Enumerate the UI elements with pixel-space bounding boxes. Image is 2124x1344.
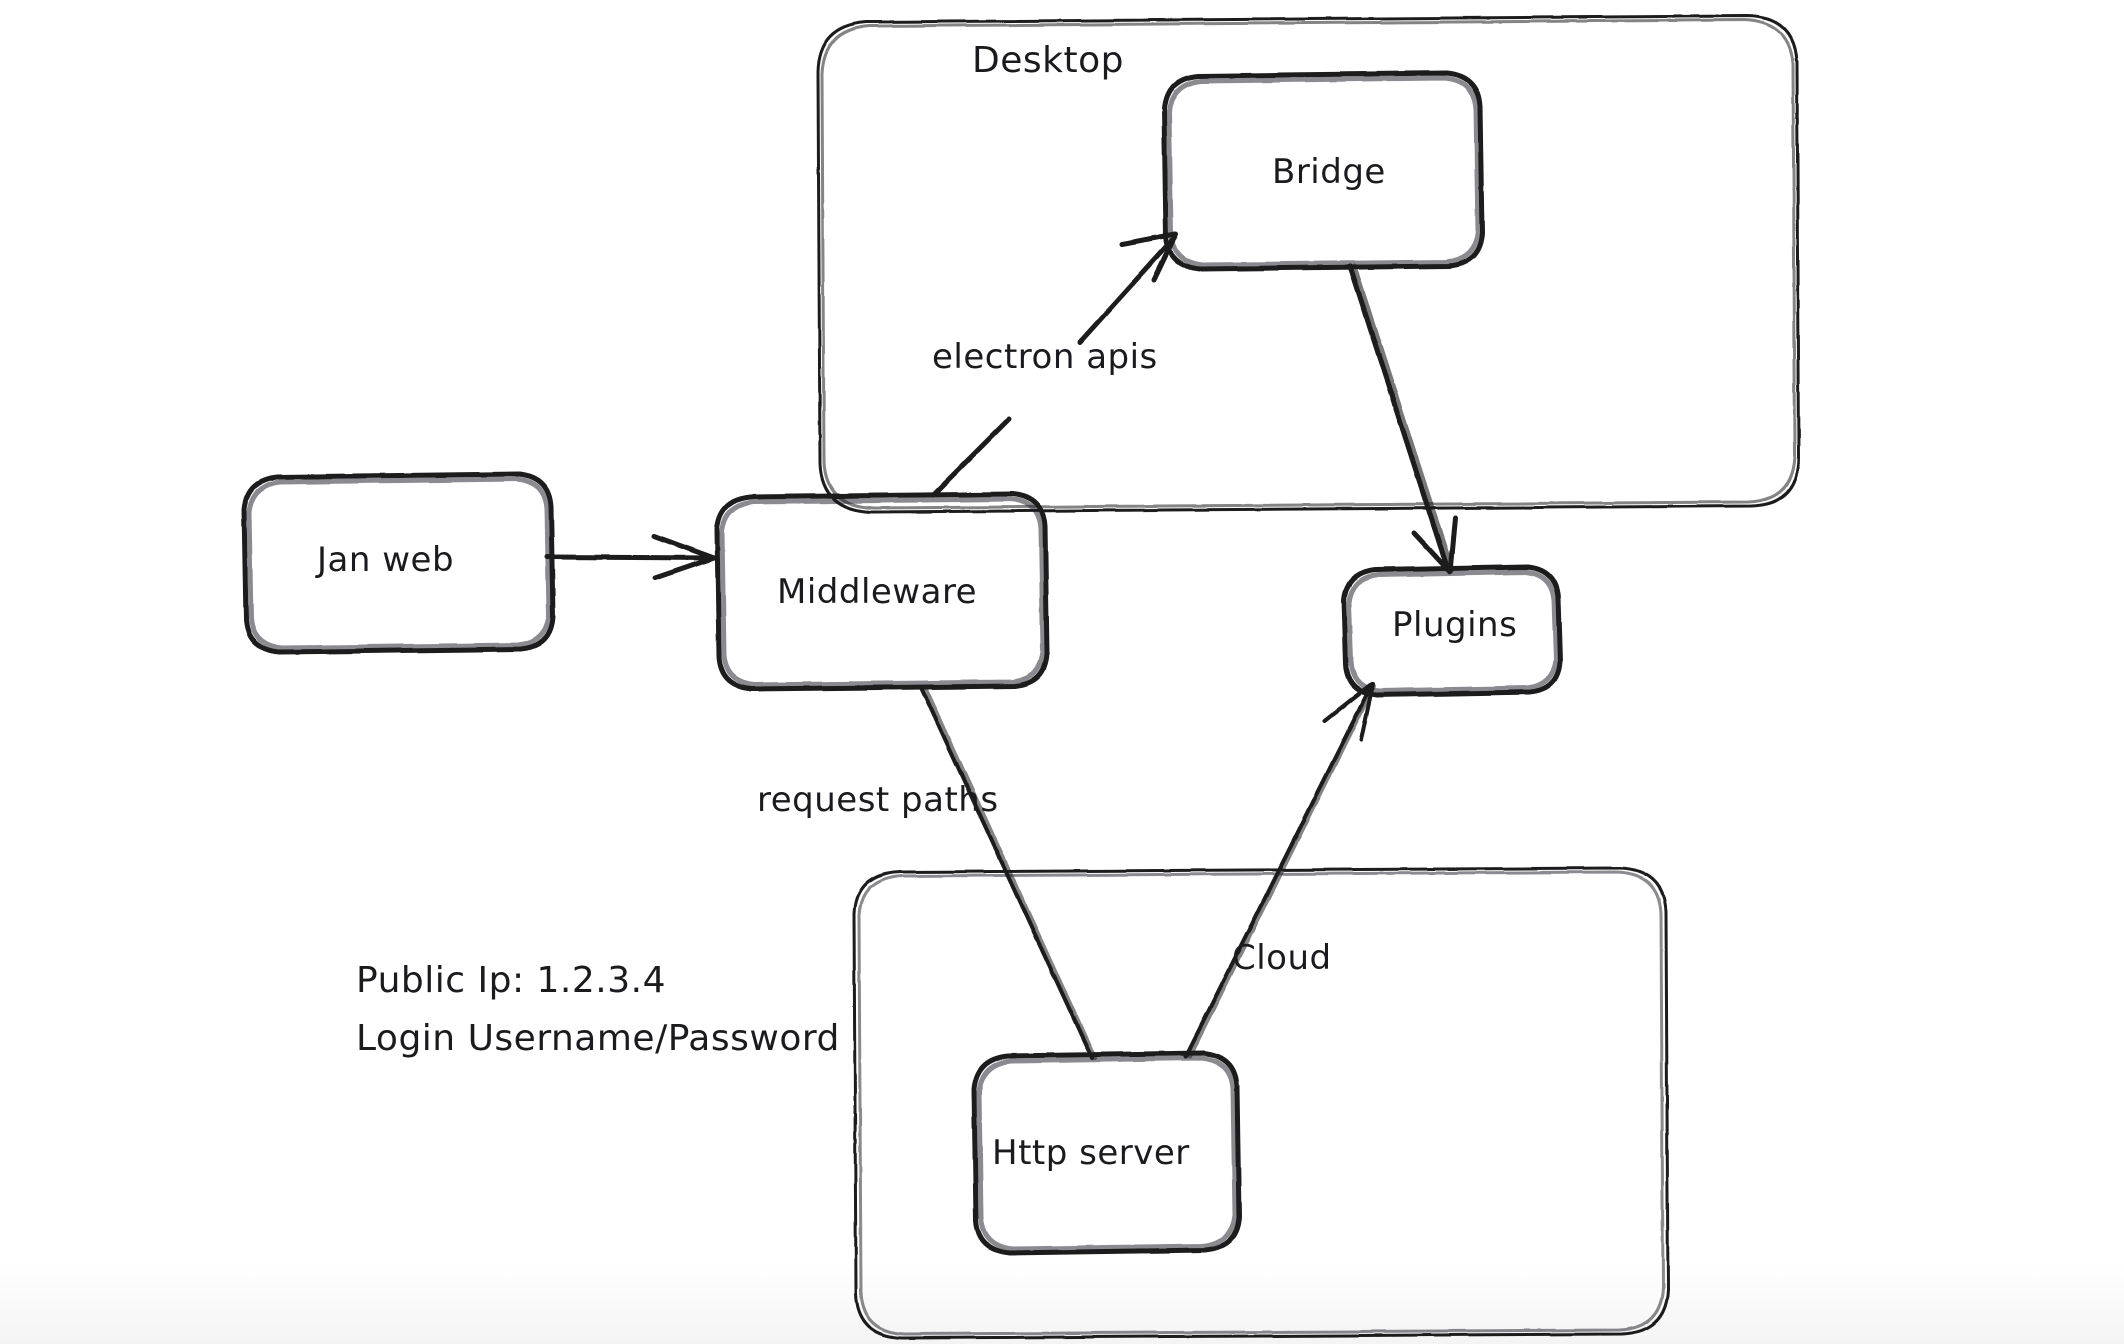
node-bridge-outline: [1161, 70, 1485, 272]
edge-middleware-httpserver: [919, 685, 1097, 1060]
group-cloud-outline: [852, 866, 1670, 1340]
edge-bridge-plugins: [1347, 263, 1458, 575]
edge-httpserver-plugins: [1184, 682, 1376, 1058]
node-jan-web-outline: [241, 471, 556, 655]
node-middleware-outline: [714, 491, 1050, 692]
edge-janweb-middleware: [544, 533, 717, 581]
edge-middleware-bridge: [930, 231, 1179, 498]
group-desktop-outline: [816, 14, 1801, 514]
node-plugins-outline: [1341, 564, 1563, 698]
node-http-server-outline: [971, 1050, 1242, 1256]
